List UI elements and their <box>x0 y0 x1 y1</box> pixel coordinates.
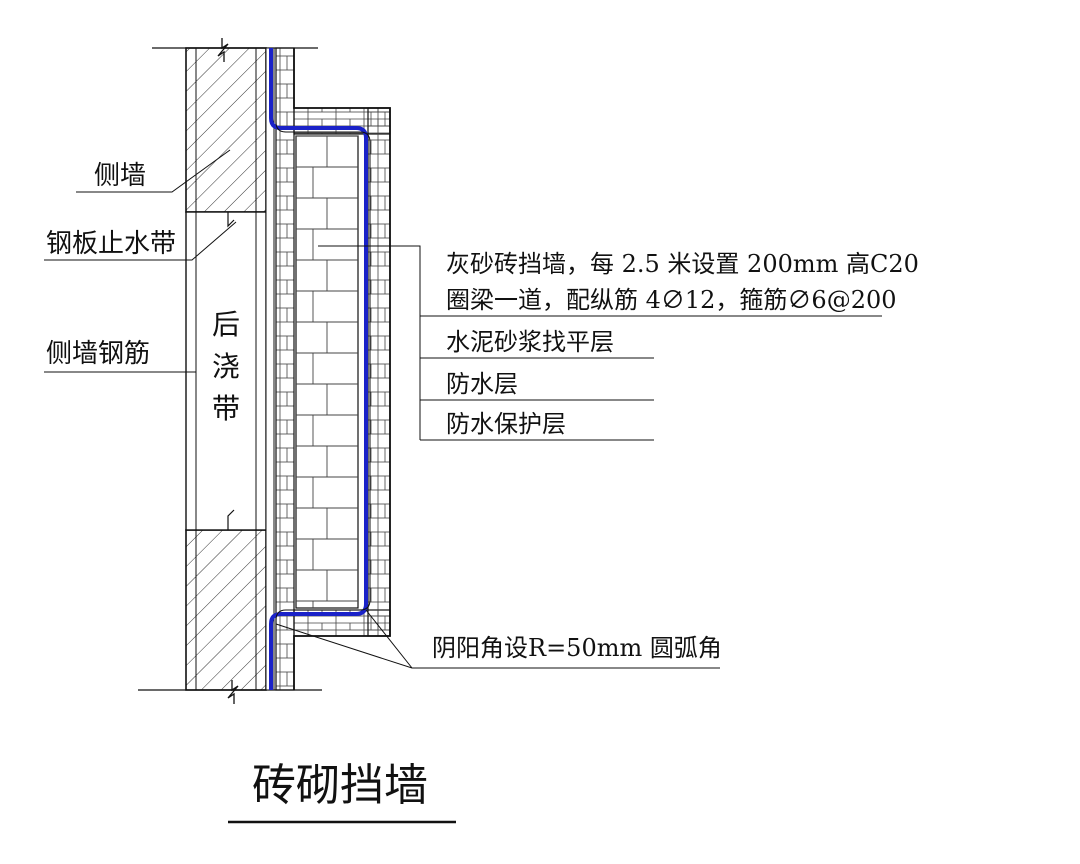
post-pour-band-text: 后浇带 <box>212 308 240 425</box>
label-side-wall: 侧墙 <box>94 161 146 191</box>
label-side-wall-rebar: 侧墙钢筋 <box>46 339 150 369</box>
post-pour-band-label: 后浇带 <box>212 308 240 425</box>
post-pour-band-area <box>185 48 267 690</box>
waterproof-layer-line <box>269 48 371 690</box>
label-steel-waterstop: 钢板止水带 <box>46 229 176 259</box>
label-leveling-layer: 水泥砂浆找平层 <box>446 328 614 356</box>
label-corner-note: 阴阳角设R=50mm 圆弧角 <box>432 634 722 662</box>
label-brick-wall-line1: 灰砂砖挡墙，每 2.5 米设置 200mm 高C20 <box>446 250 919 278</box>
brick-retaining-wall <box>275 47 391 691</box>
left-leader-lines <box>44 149 237 373</box>
label-brick-wall-line2: 圈梁一道，配纵筋 4∅12，箍筋∅6@200 <box>446 286 897 314</box>
right-leader-lines <box>275 245 882 669</box>
leveling-layer-strip <box>265 47 275 691</box>
label-protection-layer: 防水保护层 <box>446 410 566 438</box>
drawing-title: 砖砌挡墙 <box>252 760 428 811</box>
side-wall-concrete <box>185 47 267 691</box>
label-waterproof-layer: 防水层 <box>446 370 518 398</box>
brick-grid <box>296 135 358 608</box>
